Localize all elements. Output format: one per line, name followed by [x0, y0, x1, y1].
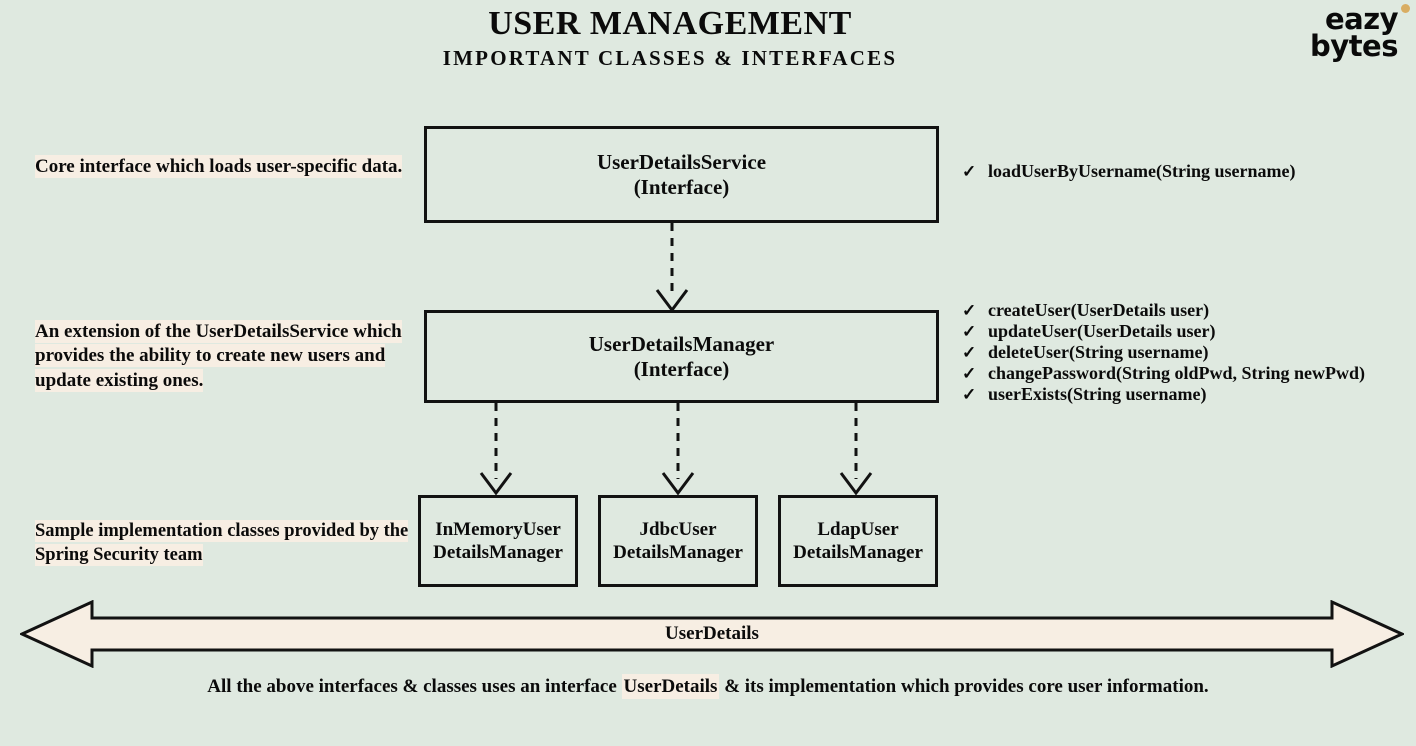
node-in-memory-line-2: DetailsManager — [433, 542, 563, 563]
check-icon: ✓ — [962, 322, 977, 342]
page-title: USER MANAGEMENT — [488, 5, 852, 42]
node-in-memory-line-1: InMemoryUser — [435, 518, 561, 540]
node-jdbc-line-1: JdbcUser — [639, 518, 717, 540]
node-ldap-user-details-manager[interactable]: LdapUser DetailsManager — [778, 495, 938, 587]
logo-dot-icon — [1401, 4, 1410, 13]
node-user-details-manager[interactable]: UserDetailsManager (Interface) — [424, 310, 939, 403]
user-details-bidirectional-arrow — [20, 600, 1404, 668]
connector-manager-to-ldap — [839, 403, 873, 496]
footer-suffix: & its implementation which provides core… — [719, 676, 1209, 697]
node-user-details-service-name: UserDetailsService — [596, 149, 767, 174]
method-label: loadUserByUsername(String username) — [988, 161, 1296, 181]
check-icon: ✓ — [962, 364, 977, 384]
node-ldap-line-1: LdapUser — [817, 518, 899, 540]
description-user-details-manager: An extension of the UserDetailsService w… — [35, 320, 410, 393]
connector-manager-to-in-memory — [479, 403, 513, 496]
method-label: createUser(UserDetails user) — [988, 300, 1210, 320]
node-user-details-service[interactable]: UserDetailsService (Interface) — [424, 126, 939, 223]
node-user-details-manager-name: UserDetailsManager — [588, 331, 775, 356]
connector-manager-to-jdbc — [661, 403, 695, 496]
check-icon: ✓ — [962, 162, 977, 181]
description-user-details-service: Core interface which loads user-specific… — [35, 155, 410, 179]
method-label: changePassword(String oldPwd, String new… — [988, 363, 1366, 384]
eazy-bytes-logo: eazy bytes — [1310, 2, 1399, 64]
method-label: updateUser(UserDetails user) — [988, 321, 1216, 342]
method-item: ✓ userExists(String username) — [962, 384, 1365, 405]
logo-line-1: eazy — [1324, 2, 1399, 36]
check-icon: ✓ — [962, 385, 977, 405]
node-user-details-manager-stereotype: (Interface) — [633, 356, 730, 381]
method-item: ✓ loadUserByUsername(String username) — [962, 161, 1295, 182]
footer-highlight: UserDetails — [621, 674, 720, 699]
method-label: userExists(String username) — [988, 384, 1207, 405]
footer-prefix: All the above interfaces & classes uses … — [207, 676, 622, 697]
check-icon: ✓ — [962, 343, 977, 363]
node-user-details-service-stereotype: (Interface) — [633, 174, 730, 199]
node-jdbc-user-details-manager[interactable]: JdbcUser DetailsManager — [598, 495, 758, 587]
method-item: ✓ createUser(UserDetails user) — [962, 300, 1365, 321]
node-in-memory-user-details-manager[interactable]: InMemoryUser DetailsManager — [418, 495, 578, 587]
footer-caption: All the above interfaces & classes uses … — [0, 674, 1416, 699]
description-user-details-service-text: Core interface which loads user-specific… — [35, 155, 403, 178]
method-item: ✓ changePassword(String oldPwd, String n… — [962, 363, 1365, 384]
description-implementations-text: Sample implementation classes provided b… — [35, 520, 409, 566]
method-item: ✓ deleteUser(String username) — [962, 342, 1365, 363]
description-user-details-manager-text: An extension of the UserDetailsService w… — [35, 320, 402, 392]
check-icon: ✓ — [962, 301, 977, 320]
connector-service-to-manager — [655, 223, 689, 313]
method-item: ✓ updateUser(UserDetails user) — [962, 321, 1365, 342]
node-ldap-line-2: DetailsManager — [793, 542, 923, 563]
description-implementations: Sample implementation classes provided b… — [35, 520, 410, 567]
method-list-user-details-service: ✓ loadUserByUsername(String username) — [962, 161, 1295, 182]
method-list-user-details-manager: ✓ createUser(UserDetails user) ✓ updateU… — [962, 300, 1365, 405]
logo-line-2: bytes — [1310, 29, 1398, 64]
method-label: deleteUser(String username) — [988, 342, 1209, 363]
node-jdbc-line-2: DetailsManager — [613, 542, 743, 563]
page-subtitle: IMPORTANT CLASSES & INTERFACES — [442, 46, 898, 70]
